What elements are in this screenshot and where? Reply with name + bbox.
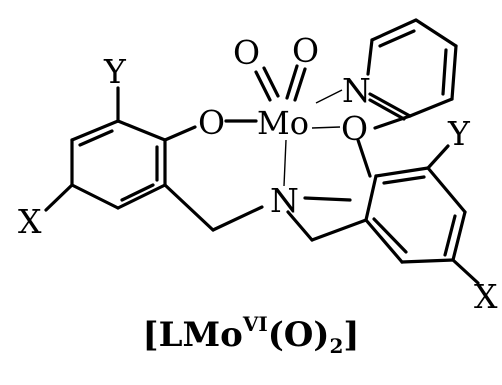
right-phenyl-ring [364, 166, 467, 264]
compound-label: [LMoVI(O)2] [0, 312, 502, 358]
atom-o-phenoxide-right: O [341, 109, 368, 148]
atom-o-phenoxide-left: O [198, 103, 225, 142]
bond-mo-n-amine [283, 139, 287, 187]
bond-n-ch2-right-lower [286, 210, 314, 242]
pyridine-ring [366, 18, 458, 121]
caption-oxidation-state: VI [242, 312, 268, 336]
bond-mo-n-pyridine [315, 89, 343, 104]
atom-mo: Mo [257, 104, 309, 142]
atom-n-amine: N [270, 181, 299, 220]
bond-ring-o-left [163, 125, 197, 142]
atom-y-left: Y [103, 52, 127, 91]
bond-ring-y-right [426, 144, 450, 170]
bond-ch2-ring-right [310, 218, 368, 242]
bond-n-ch2-right-upper [303, 196, 352, 202]
atom-x-left: X [18, 202, 42, 241]
atom-y-right: Y [447, 114, 471, 153]
bond-ring-x-right [451, 258, 480, 285]
bond-pyridine-o-right [373, 114, 412, 130]
mo-oxo-bonds [254, 64, 307, 102]
caption-formula-main: LMo [158, 315, 243, 355]
bond-o-right-ring [356, 138, 372, 178]
left-phenyl-ring [70, 119, 167, 210]
bond-ring-x-left [44, 183, 74, 212]
caption-subscript: 2 [329, 334, 344, 358]
bond-ch2-n-left [211, 205, 264, 232]
caption-ligand: (O) [267, 315, 330, 355]
molecule-drawing: Y X O Mo O O N O N Y X [18, 18, 498, 310]
bond-ring-ch2-left [163, 183, 215, 232]
atom-o-oxo-2: O [292, 31, 319, 70]
atom-x-right: X [474, 277, 498, 310]
caption-close-bracket: ] [343, 315, 360, 355]
caption-open-bracket: [ [142, 315, 159, 355]
atom-n-pyridine: N [342, 71, 371, 110]
bond-mo-o-right [311, 126, 341, 129]
atom-o-oxo-1: O [233, 33, 260, 72]
